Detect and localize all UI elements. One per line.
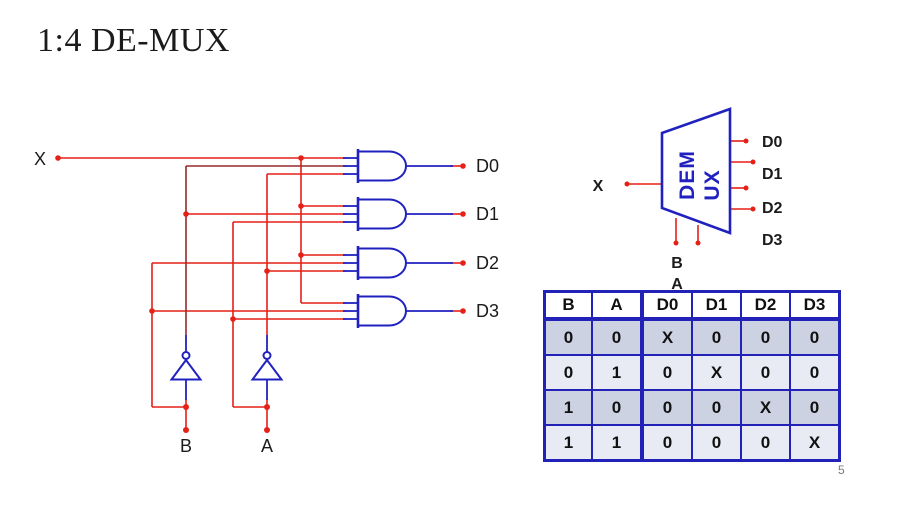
circuit-output-d1-label: D1 <box>476 204 499 224</box>
demux-output-d0-label: D0 <box>762 134 783 151</box>
not-gate-b <box>169 351 203 381</box>
table-cell: 1 <box>591 424 643 462</box>
and-gate-d1 <box>356 197 408 231</box>
table-cell: X <box>640 318 693 356</box>
circuit-output-d2-label: D2 <box>476 253 499 273</box>
demux-output-d1-label: D1 <box>762 166 783 183</box>
header-cell-d1: D1 <box>691 290 742 321</box>
header-cell-d3: D3 <box>789 290 841 321</box>
header-cell-d0: D0 <box>640 290 693 321</box>
table-row: 1 1 0 0 0 X <box>543 424 841 462</box>
table-cell: X <box>789 424 841 462</box>
table-cell: 0 <box>691 318 742 356</box>
table-cell: 0 <box>789 389 841 426</box>
table-row: 0 0 X 0 0 0 <box>543 318 841 356</box>
demux-input-x-label: X <box>593 178 604 195</box>
table-cell: 1 <box>591 354 643 391</box>
table-cell: 0 <box>591 318 643 356</box>
table-cell: 0 <box>740 318 791 356</box>
circuit-output-d3-label: D3 <box>476 301 499 321</box>
demux-body-text-line1: DEM <box>676 150 699 200</box>
table-cell: X <box>740 389 791 426</box>
table-cell: 0 <box>740 424 791 462</box>
junction-dots <box>55 155 466 433</box>
header-cell-d2: D2 <box>740 290 791 321</box>
table-cell: 0 <box>740 354 791 391</box>
circuit-wires-red <box>58 157 462 430</box>
demux-symbol: DEM UX <box>624 107 756 246</box>
page-title: 1:4 DE-MUX <box>37 22 230 59</box>
demux-output-d2-label: D2 <box>762 200 783 217</box>
and-gate-d2 <box>356 246 408 280</box>
circuit-select-a-label: A <box>261 436 273 456</box>
and-gate-d3 <box>356 294 408 328</box>
table-row: 0 1 0 X 0 0 <box>543 354 841 391</box>
header-cell-a: A <box>591 290 643 321</box>
table-cell: 0 <box>640 389 693 426</box>
demux-select-b-label: B <box>671 255 683 272</box>
circuit-output-d0-label: D0 <box>476 156 499 176</box>
table-cell: 0 <box>640 354 693 391</box>
table-cell: 0 <box>691 389 742 426</box>
circuit-wires-dark-red <box>185 165 346 335</box>
table-cell: 0 <box>691 424 742 462</box>
table-cell: 0 <box>543 318 593 356</box>
gate-pins <box>185 157 453 400</box>
circuit-input-x-label: X <box>34 149 46 169</box>
and-gate-d0 <box>356 149 408 183</box>
page-number: 5 <box>838 463 845 477</box>
truth-table: B A D0 D1 D2 D3 0 0 X 0 0 0 0 1 0 X 0 0 … <box>543 290 841 462</box>
demux-body-text-line2: UX <box>701 169 724 200</box>
not-gate-a <box>250 351 284 381</box>
table-cell: 0 <box>789 354 841 391</box>
table-cell: 0 <box>789 318 841 356</box>
table-cell: 0 <box>640 424 693 462</box>
demux-output-d3-label: D3 <box>762 232 783 249</box>
table-cell: X <box>691 354 742 391</box>
table-cell: 1 <box>543 389 593 426</box>
table-cell: 1 <box>543 424 593 462</box>
truth-table-header-row: B A D0 D1 D2 D3 <box>543 290 841 321</box>
demux-select-a-label: A <box>671 276 683 293</box>
header-cell-b: B <box>543 290 593 321</box>
circuit-select-b-label: B <box>180 436 192 456</box>
table-row: 1 0 0 0 X 0 <box>543 389 841 426</box>
table-cell: 0 <box>591 389 643 426</box>
table-cell: 0 <box>543 354 593 391</box>
